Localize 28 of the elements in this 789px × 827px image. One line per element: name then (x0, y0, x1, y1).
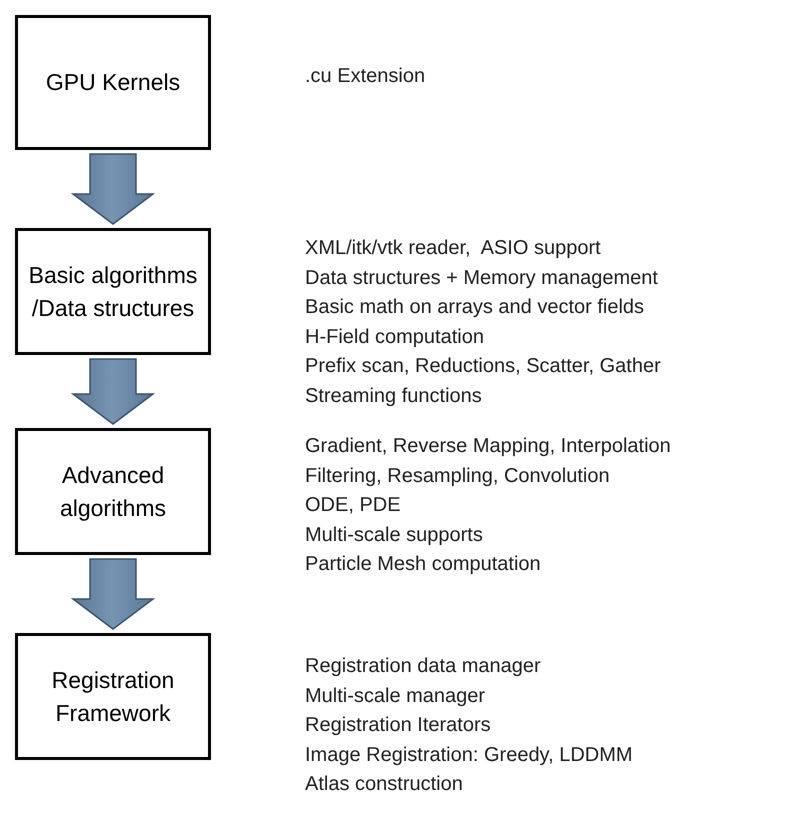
process-box (15, 15, 211, 150)
feature-text: Registration data manager (305, 654, 542, 679)
process-box (15, 228, 211, 355)
feature-text: H-Field computation (305, 324, 485, 350)
block-arrow (70, 358, 156, 425)
feature-text: ODE, PDE (305, 493, 402, 518)
block-arrow (70, 153, 156, 225)
feature-text: Filtering, Resampling, Convolution (305, 464, 611, 488)
feature-text: Streaming functions (305, 384, 483, 408)
feature-text: Image Registration: Greedy, LDDMM (305, 742, 633, 768)
box-label: GPU Kernels (46, 68, 180, 97)
box-label: Advanced algorithms (58, 460, 168, 523)
feature-text: Data structures + Memory management (305, 266, 659, 290)
feature-text: Atlas construction (305, 772, 464, 797)
box-label: Registration Framework (50, 666, 176, 728)
feature-text: Basic math on arrays and vector fields (305, 295, 646, 320)
feature-text: Registration Iterators (305, 713, 492, 738)
feature-text: XML/itk/vtk reader, ASIO support (305, 236, 602, 261)
feature-text: Multi-scale supports (305, 522, 484, 548)
feature-text: Prefix scan, Reductions, Scatter, Gather (305, 354, 661, 379)
block-arrow (70, 558, 156, 630)
box-label: Basic algorithms /Data structures (28, 260, 198, 322)
process-box (15, 428, 211, 555)
feature-text: Particle Mesh computation (305, 552, 542, 577)
process-box (15, 633, 211, 760)
feature-text: Gradient, Reverse Mapping, Interpolation (305, 434, 671, 459)
note-text: .cu Extension (305, 64, 426, 89)
feature-text: Multi-scale manager (305, 684, 486, 708)
